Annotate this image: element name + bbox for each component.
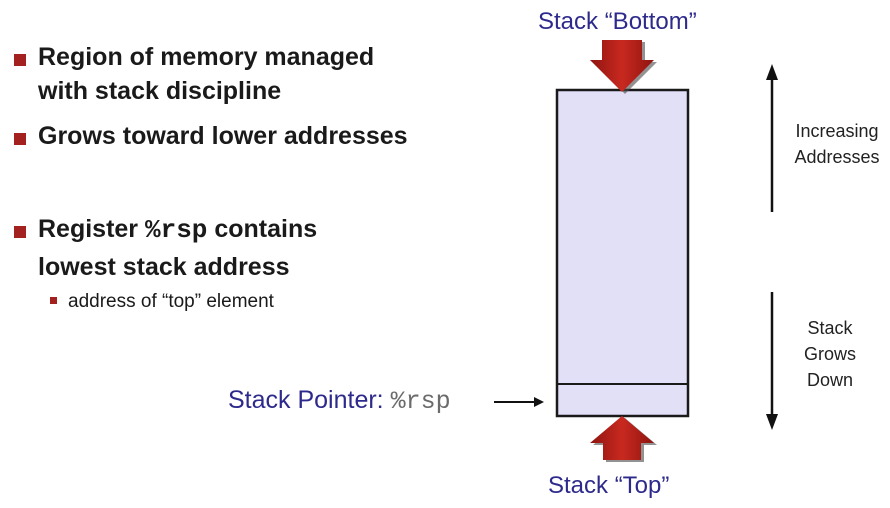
grows-line-2: Grows: [803, 344, 856, 364]
stack-pointer-label: Stack Pointer: %rsp: [228, 386, 451, 416]
sub-bullet-marker: [50, 297, 57, 304]
bullet-3-line-1: Register %rsp contains: [38, 210, 317, 249]
increasing-addresses-label: Increasing Addresses: [782, 118, 890, 170]
increasing-line-1: Increasing: [795, 121, 879, 141]
bullet-3-register: %rsp: [144, 215, 208, 245]
bullet-3-prefix: Register: [38, 215, 145, 243]
stack-pointer-text: Stack Pointer:: [228, 386, 391, 414]
stack-bottom-label: Stack “Bottom”: [538, 8, 697, 35]
stack-pointer-register: %rsp: [390, 387, 451, 416]
sub-bullet-text: address of “top” element: [68, 291, 274, 312]
bullet-3-suffix: contains: [207, 215, 318, 243]
stack-top-label: Stack “Top”: [548, 472, 670, 499]
stack-pointer-arrow-icon: [494, 397, 544, 407]
bullet-1-line-1: Region of memory managed: [38, 43, 375, 71]
grows-line-1: Stack: [807, 318, 853, 338]
bullet-marker-2: [14, 133, 26, 145]
bullet-2-line-1: Grows toward lower addresses: [38, 122, 408, 150]
stack-grows-down-label: Stack Grows Down: [795, 315, 865, 393]
top-arrow-icon: [590, 416, 657, 462]
stack-grows-down-arrow-icon: [766, 292, 778, 430]
increasing-addresses-arrow-icon: [766, 64, 778, 212]
bullet-1-line-2: with stack discipline: [38, 77, 282, 105]
stack-region: [555, 88, 690, 418]
bullet-marker-3: [14, 226, 26, 238]
grows-line-3: Down: [806, 370, 854, 390]
bullet-marker-1: [14, 54, 26, 66]
increasing-line-2: Addresses: [794, 147, 880, 167]
bullet-3-line-2: lowest stack address: [38, 253, 290, 281]
bottom-arrow-icon: [590, 40, 657, 94]
